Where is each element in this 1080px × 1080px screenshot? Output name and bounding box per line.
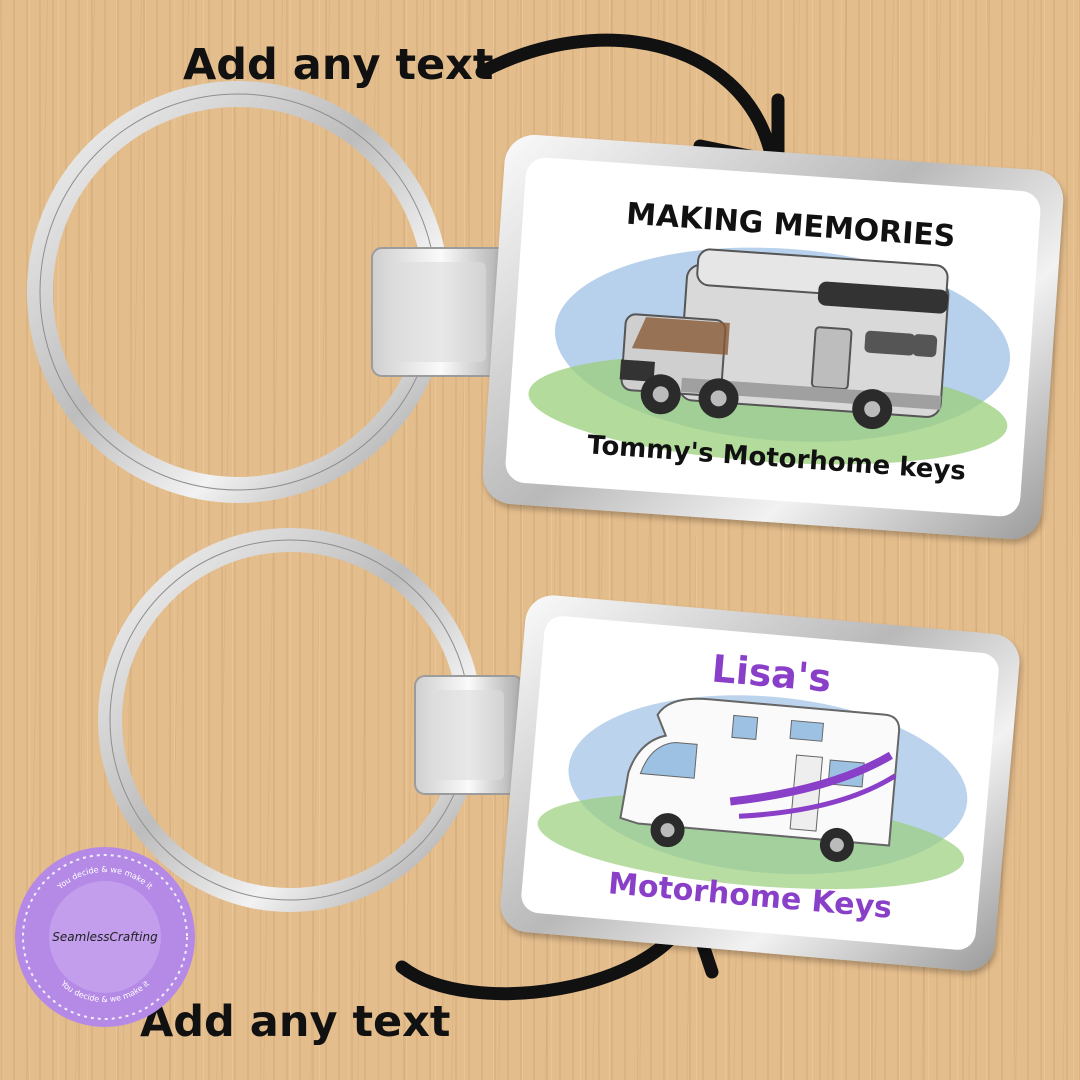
motorhome-icon: Lisa's Motorhome Keys [537,646,968,926]
keyring-bottom-heading: Lisa's [710,646,833,700]
caption-bottom: Add any text [140,997,451,1047]
logo-brand: SeamlessCrafting [52,930,158,944]
keyring-bottom-plate: Lisa's Motorhome Keys [498,593,1022,973]
keyring-top-plate: MAKING MEMORIES Tommy's Motorhome keys [480,132,1066,542]
brand-logo-icon: You decide & we make it SeamlessCrafting… [15,847,195,1027]
motorhome-icon: MAKING MEMORIES Tommy's Motorhome keys [528,197,1011,487]
